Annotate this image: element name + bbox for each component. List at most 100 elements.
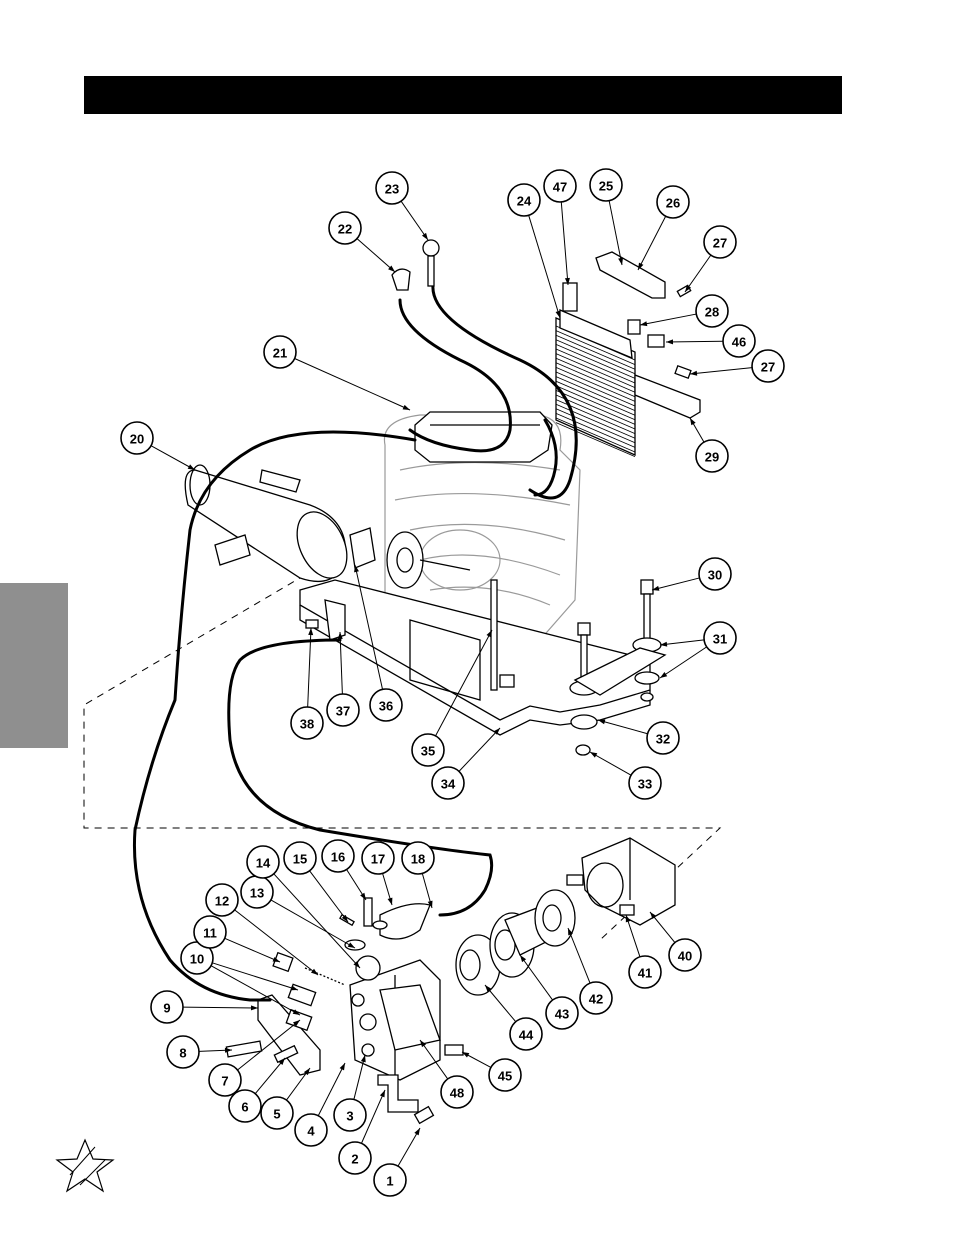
callout-circle (246, 845, 280, 879)
callout-circle (628, 955, 662, 989)
cooler-fin (555, 330, 636, 365)
callout-circle (695, 294, 729, 328)
leader-arrowhead (402, 404, 410, 410)
leader-arrowhead (187, 464, 195, 470)
callout-c36: 36 (369, 688, 403, 722)
callout-label: 30 (708, 568, 722, 583)
callout-label: 25 (599, 179, 613, 194)
leader-arrowhead (360, 892, 366, 900)
callout-c24: 24 (507, 183, 541, 217)
callout-c31: 31 (703, 621, 737, 655)
callout-circle (401, 841, 435, 875)
callout-circle (150, 990, 184, 1024)
callout-circle (373, 1163, 407, 1197)
callout-label: 37 (336, 704, 350, 719)
callout-circle (431, 766, 465, 800)
callout-c30: 30 (698, 557, 732, 591)
leader-line (651, 577, 700, 591)
callout-label: 46 (732, 335, 746, 350)
callout-c38: 38 (290, 706, 324, 740)
callout-c29: 29 (695, 439, 729, 473)
leader-arrowhead (485, 985, 492, 992)
callout-c2: 2 (338, 1141, 372, 1175)
callout-circle (579, 981, 613, 1015)
leader-arrowhead (337, 632, 343, 640)
leader-line (309, 870, 349, 923)
callout-label: 38 (300, 717, 314, 732)
callout-circle (545, 996, 579, 1030)
leader-arrowhead (303, 1068, 310, 1076)
leader-line (689, 367, 753, 375)
callout-circle (375, 171, 409, 205)
leader-arrowhead (379, 1090, 385, 1098)
leader-line (237, 1019, 301, 1071)
cooler-fin (555, 367, 636, 402)
leader-line (589, 751, 632, 776)
callout-label: 26 (666, 196, 680, 211)
callout-circle (695, 439, 729, 473)
leader-arrowhead (640, 321, 648, 327)
leader-line (528, 215, 561, 319)
callout-label: 3 (346, 1109, 353, 1124)
leader-arrowhead (520, 955, 527, 963)
callout-circle (698, 557, 732, 591)
callout-label: 9 (163, 1001, 170, 1016)
callout-circle (283, 841, 317, 875)
callout-c45: 45 (488, 1058, 522, 1092)
callout-c26: 26 (656, 185, 690, 219)
callout-label: 4 (307, 1124, 315, 1139)
leader-line (270, 899, 356, 949)
callout-c22: 22 (328, 211, 362, 245)
callout-label: 8 (179, 1046, 186, 1061)
leader-arrowhead (420, 1040, 427, 1048)
leader-line (254, 1057, 286, 1095)
callout-circle (321, 839, 355, 873)
leader-arrowhead (341, 914, 348, 922)
callout-label: 32 (656, 732, 670, 747)
pump-bracket (257, 994, 321, 1076)
leader-line (684, 254, 712, 293)
leader-arrowhead (290, 985, 298, 991)
leader-arrowhead (590, 752, 598, 758)
callout-label: 17 (371, 852, 385, 867)
callout-circle (166, 1035, 200, 1069)
callout-circle (193, 915, 227, 949)
leader-line (317, 1062, 346, 1116)
leader-arrowhead (224, 1047, 232, 1053)
callout-label: 47 (553, 180, 567, 195)
callout-label: 16 (331, 850, 345, 865)
callout-circle (208, 1063, 242, 1097)
leader-arrowhead (568, 928, 573, 936)
leader-arrowhead (598, 719, 606, 725)
callout-circle (120, 421, 154, 455)
callout-c40: 40 (668, 938, 702, 972)
callout-circle (751, 349, 785, 383)
callout-leaders (150, 200, 753, 1167)
leader-arrowhead (638, 262, 644, 270)
callout-c4: 4 (294, 1113, 328, 1147)
callout-circle (507, 183, 541, 217)
cooler-fin (555, 339, 636, 375)
callout-label: 5 (273, 1107, 280, 1122)
leader-arrowhead (278, 1058, 285, 1065)
callout-c12: 12 (205, 883, 239, 917)
leader-arrowhead (388, 265, 395, 272)
leader-arrowhead (690, 370, 698, 376)
oil-cooler (555, 309, 636, 457)
callout-c7: 7 (208, 1063, 242, 1097)
cooler-fin (555, 380, 636, 416)
leader-line (560, 201, 569, 286)
leader-line (665, 340, 724, 343)
callout-label: 14 (256, 856, 271, 871)
callout-c42: 42 (579, 981, 613, 1015)
leader-arrowhead (650, 912, 657, 920)
leader-arrowhead (493, 728, 500, 735)
callout-label: 35 (421, 744, 435, 759)
callout-label: 15 (293, 852, 307, 867)
callout-label: 13 (250, 886, 264, 901)
callout-label: 24 (517, 194, 532, 209)
control-arm (339, 897, 431, 951)
callout-label: 33 (638, 777, 652, 792)
cooler-fin (555, 353, 636, 388)
leader-arrowhead (292, 1009, 300, 1015)
